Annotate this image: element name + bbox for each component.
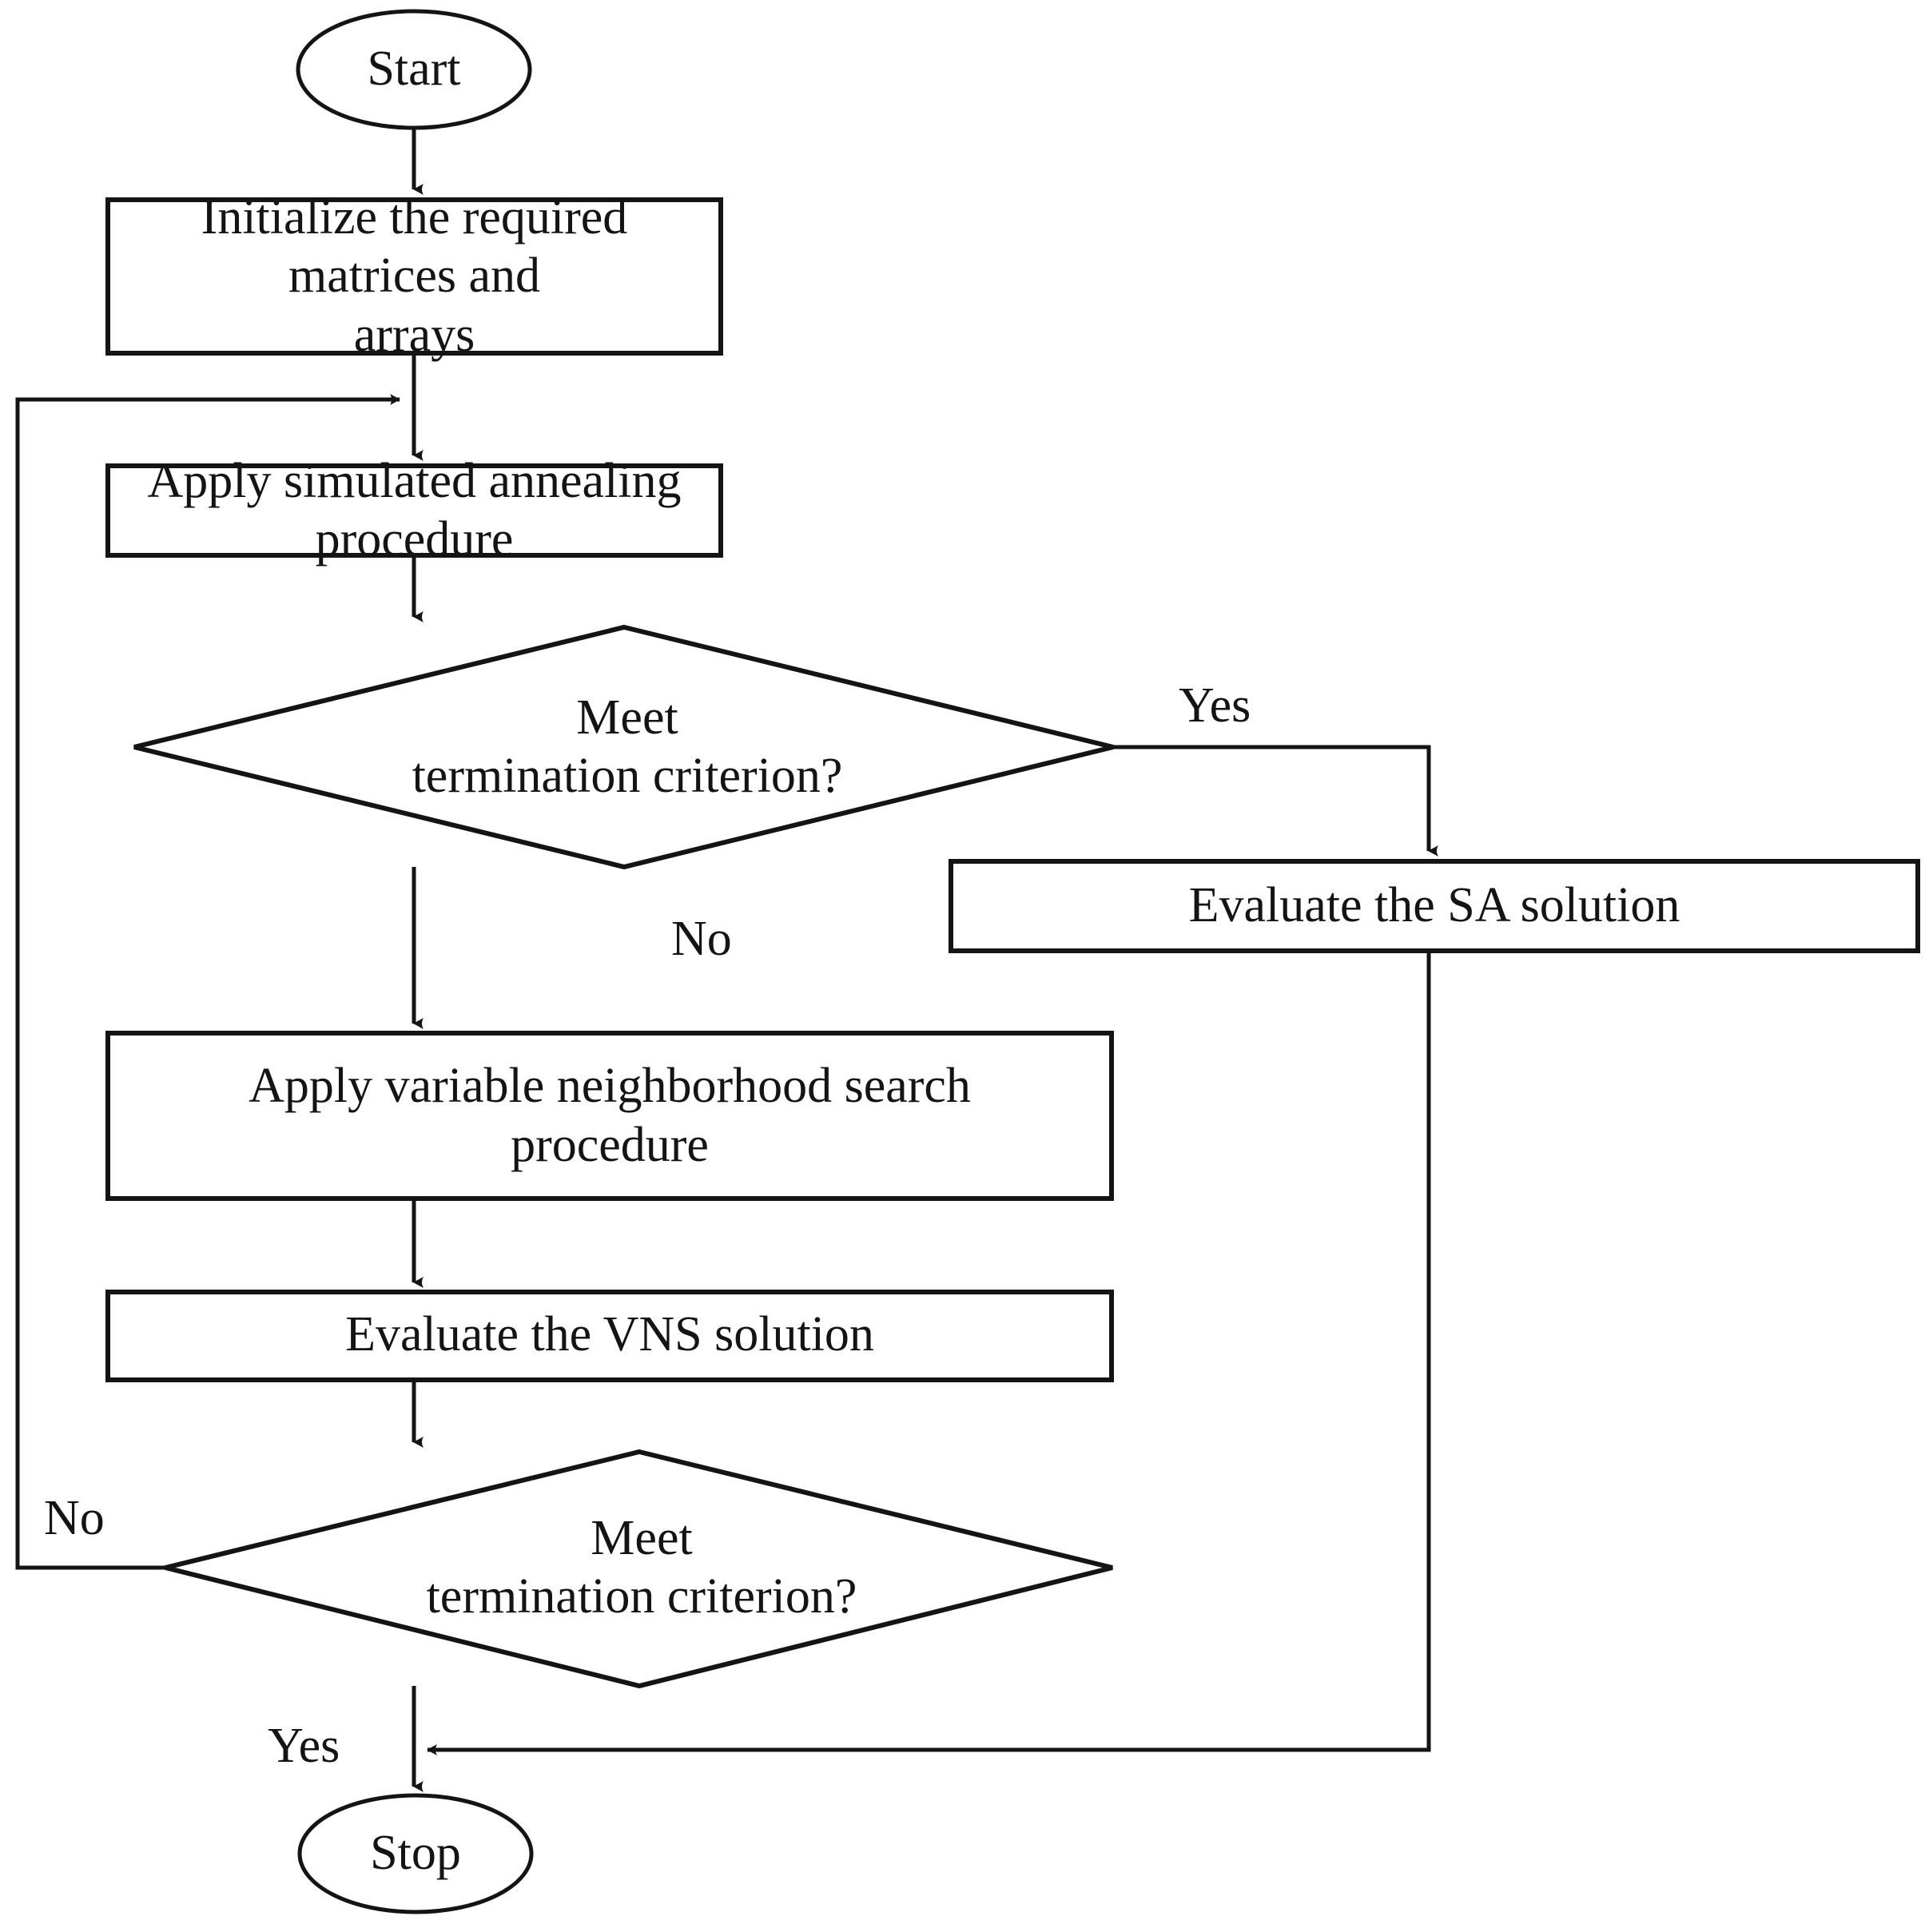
edge-decision2-no-feedback: [15, 394, 400, 1570]
node-vns-shape: [105, 1031, 1114, 1201]
node-eval-vns-shape: [105, 1290, 1114, 1382]
edge-eval-sa-to-stop-join: [427, 951, 1431, 1755]
node-decision1-shape: [133, 624, 1114, 870]
edge-decision1-yes-to-eval-sa: [1113, 745, 1438, 857]
node-stop-shape: [297, 1793, 534, 1914]
node-sa-shape: [105, 463, 723, 558]
node-start-shape: [296, 9, 532, 130]
node-decision2-shape: [165, 1449, 1113, 1689]
node-eval-sa-shape: [949, 859, 1920, 953]
node-init-shape: [105, 197, 723, 356]
